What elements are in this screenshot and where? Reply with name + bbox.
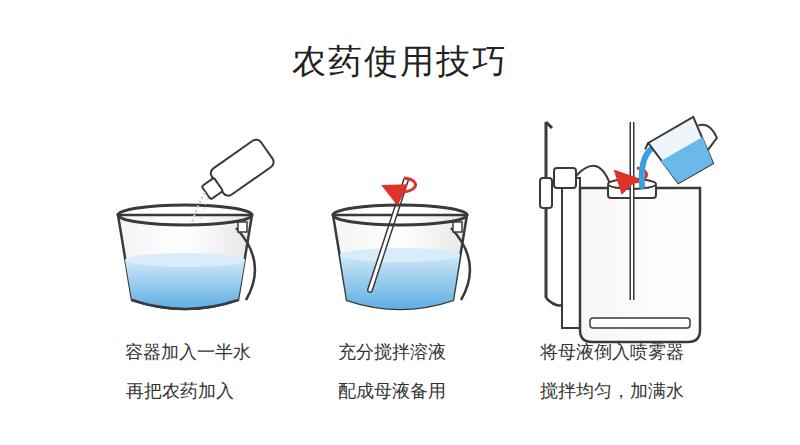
sprayer	[540, 112, 727, 342]
bucket-pour	[118, 137, 276, 309]
page-title: 农药使用技巧	[292, 39, 508, 85]
step-caption: 配成母液备用	[338, 379, 446, 403]
bucket-stir	[333, 178, 470, 309]
step-caption: 容器加入一半水	[125, 340, 251, 364]
step-caption: 将母液倒入喷雾器	[540, 340, 684, 364]
step-caption: 搅拌均匀，加满水	[540, 379, 684, 403]
step-caption: 充分搅拌溶液	[338, 340, 446, 364]
step-caption: 再把农药加入	[126, 379, 234, 403]
